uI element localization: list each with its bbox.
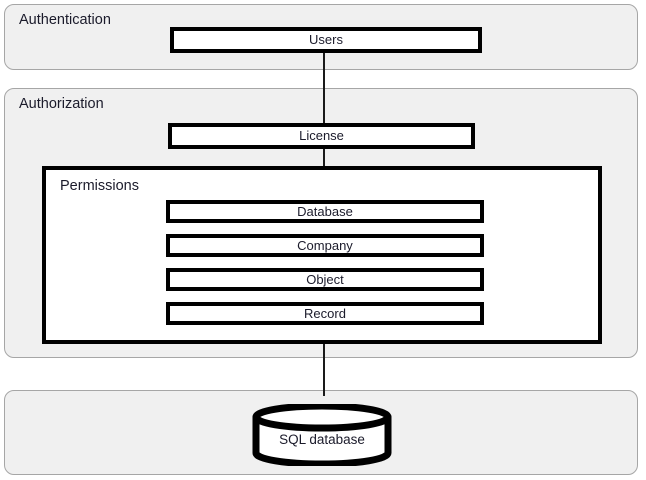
node-license[interactable]: License <box>168 123 475 149</box>
node-permission-object[interactable]: Object <box>166 268 484 291</box>
node-permission-object-label: Object <box>306 271 344 287</box>
node-permission-database-label: Database <box>297 203 353 219</box>
node-permission-company[interactable]: Company <box>166 234 484 257</box>
node-users-label: Users <box>309 32 343 47</box>
node-permission-database[interactable]: Database <box>166 200 484 223</box>
node-users[interactable]: Users <box>170 27 482 53</box>
database-cylinder-icon <box>252 404 392 466</box>
node-permission-record[interactable]: Record <box>166 302 484 325</box>
lane-authentication-title: Authentication <box>19 12 111 28</box>
group-permissions: Permissions Database Company Object Reco… <box>42 166 602 344</box>
node-permission-company-label: Company <box>297 237 353 253</box>
node-sql-database[interactable]: SQL database <box>252 404 392 466</box>
lane-authorization-title: Authorization <box>19 96 104 112</box>
node-license-label: License <box>299 128 344 143</box>
group-permissions-title: Permissions <box>60 178 139 194</box>
node-permission-record-label: Record <box>304 305 346 321</box>
